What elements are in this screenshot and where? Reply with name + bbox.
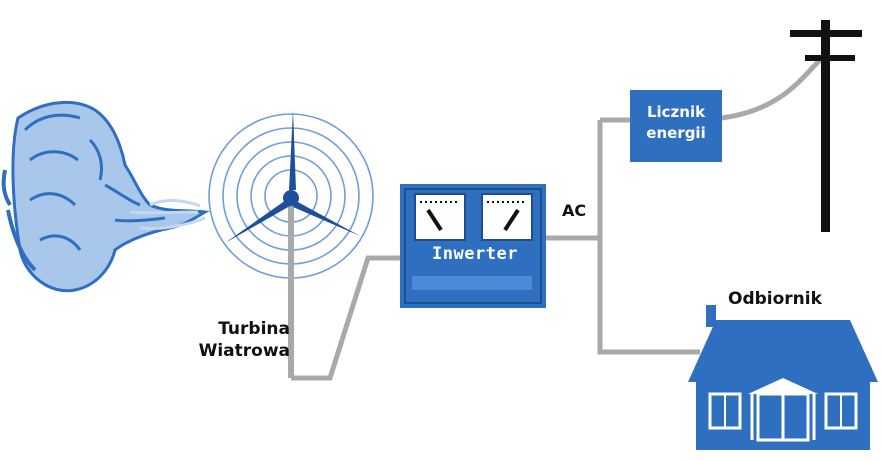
energy-meter-label-line1: Licznik	[646, 103, 706, 121]
energy-meter-label-line2: energii	[646, 124, 706, 142]
turbine-label-line1: Turbina	[218, 319, 290, 339]
wiring	[291, 58, 822, 381]
energy-meter-label: Licznik energii	[632, 102, 720, 144]
wind-turbine-icon	[225, 110, 360, 378]
turbine-label: Turbina Wiatrowa	[160, 318, 290, 362]
wind-cloud-face-icon	[1, 100, 210, 293]
energy-meter-box	[630, 90, 722, 162]
utility-pole-icon	[790, 20, 862, 232]
inverter-box	[400, 184, 546, 308]
turbine-label-line2: Wiatrowa	[198, 341, 290, 361]
ac-label: AC	[562, 201, 587, 220]
inverter-label: Inwerter	[432, 244, 518, 264]
receiver-label: Odbiornik	[728, 289, 822, 309]
house-icon	[688, 305, 878, 450]
